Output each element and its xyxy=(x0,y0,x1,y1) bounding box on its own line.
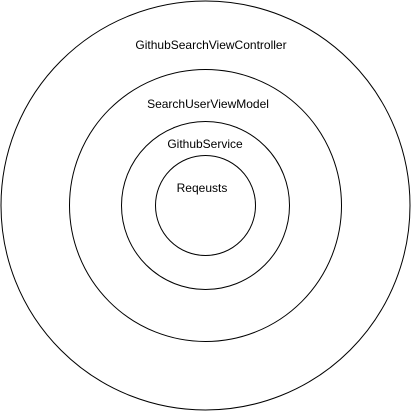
ring-inner xyxy=(155,155,256,256)
ring-inner-label: Reqeusts xyxy=(177,181,228,195)
layer-reqeusts: Reqeusts xyxy=(155,155,256,256)
ring-third-label: GithubService xyxy=(167,137,243,151)
ring-outer-label: GithubSearchViewController xyxy=(135,38,286,52)
ring-second-label: SearchUserViewModel xyxy=(147,97,269,111)
